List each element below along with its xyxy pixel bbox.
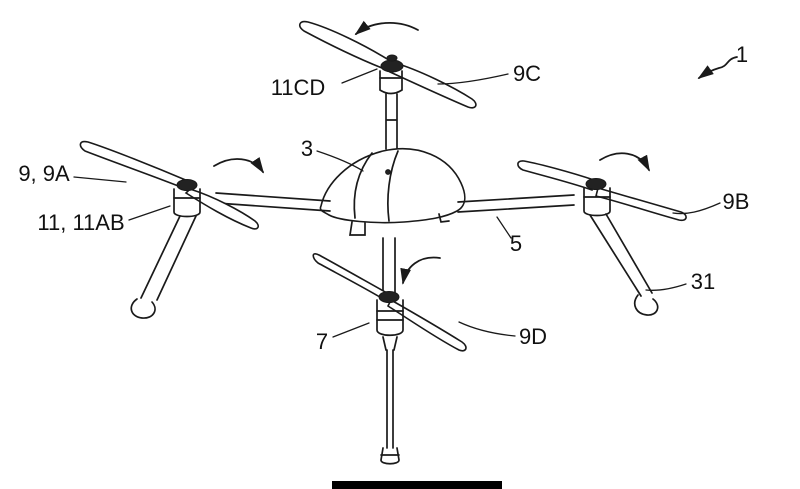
leader-5	[496, 216, 512, 239]
top-prop-blade-left	[299, 20, 393, 74]
leader-3	[316, 150, 364, 172]
label-9c: 9C	[513, 61, 541, 86]
label-3: 3	[301, 136, 313, 161]
leader-11cd	[341, 68, 378, 84]
left-landing-legs	[140, 215, 197, 301]
left-rotor-assembly	[79, 140, 331, 319]
right-skid-curl	[634, 294, 659, 316]
leader-9d	[458, 321, 516, 337]
left-prop-blade-inner	[184, 188, 260, 230]
rotation-arrow-top	[354, 20, 419, 36]
leader-9a	[73, 176, 127, 183]
leader-9c	[437, 73, 509, 85]
left-prop-blade-outer	[79, 140, 189, 191]
top-prop-hub	[380, 59, 404, 73]
top-motor-body	[379, 70, 403, 95]
rotation-arrow-right	[599, 152, 650, 172]
top-rotor-assembly	[299, 20, 477, 150]
figure-reference-arrow	[697, 56, 738, 80]
label-9-9a: 9, 9A	[18, 161, 70, 186]
leader-11ab	[128, 205, 171, 221]
bottom-motor-bands	[376, 310, 404, 321]
left-skid-curl	[130, 298, 156, 319]
label-9b: 9B	[723, 189, 750, 214]
body-panel-line-2	[387, 150, 399, 222]
label-5: 5	[510, 231, 522, 256]
left-motor-body	[173, 188, 201, 218]
bottom-mast-foot	[380, 447, 400, 465]
squiggle-arrow-1	[697, 56, 738, 80]
leader-31	[645, 283, 687, 291]
label-31: 31	[691, 269, 715, 294]
top-prop-blade-right	[389, 60, 477, 109]
bottom-prop-blade-right	[386, 298, 467, 352]
top-prop-shaft-cap	[386, 54, 398, 62]
left-arm	[215, 192, 331, 212]
leader-lines	[73, 68, 721, 338]
right-prop-hub	[585, 178, 607, 190]
rotation-arrow-left	[213, 157, 264, 174]
right-motor-body	[583, 187, 611, 217]
label-7: 7	[316, 329, 328, 354]
scan-artifact-bar	[332, 481, 502, 489]
label-11cd: 11CD	[271, 75, 326, 100]
right-arm	[457, 194, 575, 213]
right-rotor-assembly	[457, 152, 687, 316]
bottom-rotor-mast-upper	[382, 237, 396, 294]
label-11-11ab: 11, 11AB	[37, 210, 124, 235]
bottom-rotor-assembly	[312, 237, 467, 465]
label-1: 1	[736, 42, 748, 67]
bottom-prop-blade-left	[312, 253, 388, 302]
top-rotor-mast	[385, 93, 398, 150]
label-9d: 9D	[519, 324, 547, 349]
leader-7	[332, 322, 370, 338]
body-top-dot	[385, 169, 391, 175]
leader-9b	[672, 202, 721, 215]
left-prop-hub	[176, 179, 198, 191]
right-prop-blade-inner	[517, 160, 595, 192]
fuselage-body	[319, 147, 466, 236]
bottom-motor-body	[376, 299, 404, 337]
right-prop-blade-outer	[595, 186, 687, 222]
bottom-rotor-mast-lower	[382, 336, 398, 449]
bottom-prop-hub	[378, 291, 400, 303]
body-underside-detail	[349, 213, 450, 236]
rotation-arrow-bottom	[400, 256, 441, 285]
body-panel-line-1	[353, 152, 373, 219]
reference-labels: 1 9C 11CD 3 9, 9A 11, 11AB 5 9B 31 7 9D	[18, 42, 749, 354]
right-landing-legs	[589, 213, 653, 297]
